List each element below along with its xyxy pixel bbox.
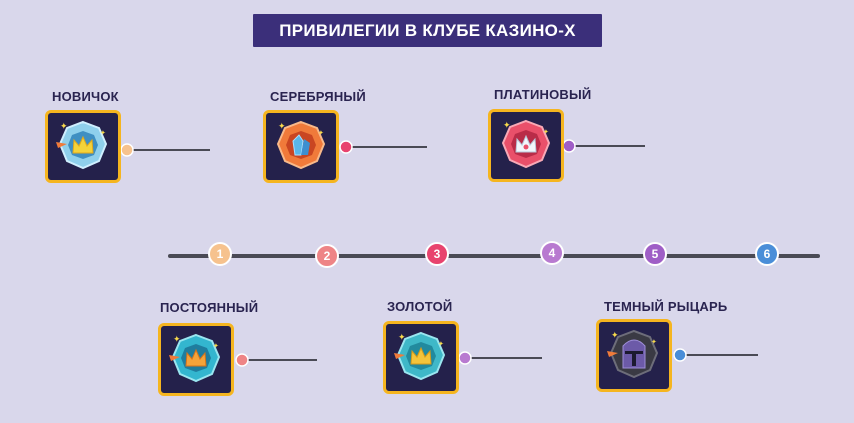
svg-text:✦: ✦ (651, 338, 657, 346)
svg-text:✦: ✦ (398, 333, 406, 343)
level-3-name: СЕРЕБРЯНЫЙ (270, 89, 366, 104)
level-2-card: ✦ ✦ (158, 323, 234, 396)
gem-teal-orange-crown-icon: ✦ ✦ (169, 333, 221, 383)
gem-teal-gold-crown-icon: ✦ ✦ (394, 331, 446, 381)
svg-text:✦: ✦ (611, 331, 619, 341)
svg-text:✦: ✦ (278, 122, 286, 132)
level-3-number: 3 (433, 247, 441, 261)
level-5-card: ✦ ✦ (488, 109, 564, 182)
level-3-dot (339, 140, 353, 154)
gem-orange-blue-crystal-icon: ✦ ✦ (276, 120, 326, 170)
level-3-card: ✦ ✦ (263, 110, 339, 183)
gem-light-blue-crown-icon: ✦ ✦ (56, 120, 108, 170)
level-1-dot (120, 143, 134, 157)
diagram-title: ПРИВИЛЕГИИ В КЛУБЕ КАЗИНО-Х (253, 14, 602, 47)
level-4-name: ЗОЛОТОЙ (387, 299, 453, 314)
svg-text:✦: ✦ (543, 128, 549, 136)
level-1-name: НОВИЧОК (52, 89, 119, 104)
level-6-dot (673, 348, 687, 362)
level-5-number: 5 (651, 247, 659, 261)
svg-text:✦: ✦ (173, 335, 181, 345)
level-5-dot (562, 139, 576, 153)
level-2-name: ПОСТОЯННЫЙ (160, 300, 259, 315)
gem-red-white-crown-icon: ✦ ✦ (501, 119, 551, 169)
svg-text:✦: ✦ (318, 129, 324, 137)
level-2-marker (315, 244, 339, 268)
level-5-marker (643, 242, 667, 266)
level-2-dot (235, 353, 249, 367)
level-6-card: ✦ ✦ (596, 319, 672, 392)
level-4-number: 4 (548, 246, 556, 260)
svg-text:✦: ✦ (213, 342, 219, 350)
knight-helmet-icon: ✦ ✦ (607, 329, 659, 379)
svg-text:✦: ✦ (438, 340, 444, 348)
level-1-number: 1 (216, 247, 224, 261)
svg-text:✦: ✦ (60, 122, 68, 132)
level-5-name: ПЛАТИНОВЫЙ (494, 87, 592, 102)
level-1-marker (208, 242, 232, 266)
level-6-marker (755, 242, 779, 266)
level-4-marker (540, 241, 564, 265)
level-6-name: ТЕМНЫЙ РЫЦАРЬ (604, 299, 728, 314)
level-6-number: 6 (763, 247, 771, 261)
svg-text:✦: ✦ (100, 129, 106, 137)
level-4-card: ✦ ✦ (383, 321, 459, 394)
level-2-number: 2 (323, 249, 331, 263)
level-1-card: ✦ ✦ (45, 110, 121, 183)
svg-text:✦: ✦ (503, 121, 511, 131)
level-4-dot (458, 351, 472, 365)
level-3-marker (425, 242, 449, 266)
